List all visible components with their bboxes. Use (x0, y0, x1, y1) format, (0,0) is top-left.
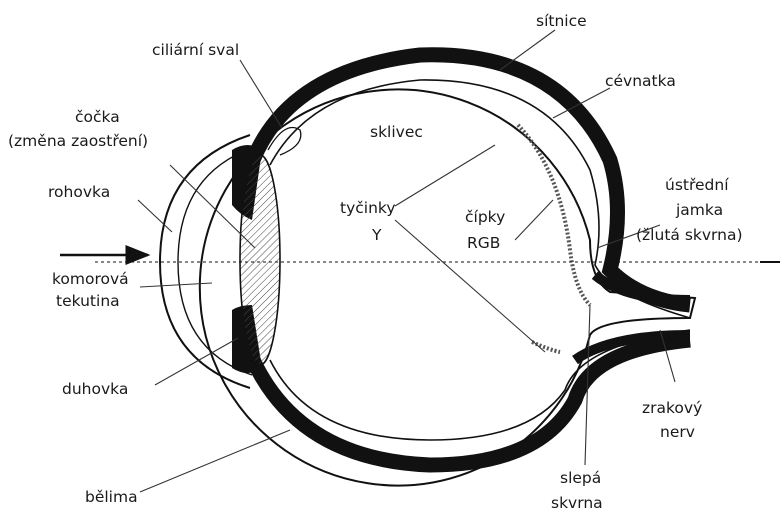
lens (240, 155, 280, 365)
leader-sitnice (500, 30, 555, 70)
label-slepa: slepá (560, 469, 601, 487)
label-ustredni-sub: (žlutá skvrna) (636, 226, 743, 244)
label-cipky-sub: RGB (467, 234, 500, 252)
label-tycinky: tyčinky (340, 199, 396, 217)
label-ustredni-jamka: jamka (675, 201, 723, 219)
choroid-layer-lower (253, 340, 690, 465)
label-komorova-sub: tekutina (56, 292, 120, 310)
label-zrakovy-sub: nerv (660, 423, 695, 441)
leader-ciliarni-sval (240, 60, 282, 128)
label-cocka: čočka (75, 108, 120, 126)
choroid-layer (253, 55, 690, 305)
label-sitnice: sítnice (536, 12, 587, 30)
label-cevnatka: cévnatka (605, 72, 676, 90)
leader-cipky (515, 200, 553, 240)
leader-komorova (140, 283, 212, 287)
label-zrakovy: zrakový (642, 399, 702, 417)
leader-tycinky-up (395, 145, 495, 206)
label-slepa-sub: skvrna (551, 494, 603, 512)
leader-belima (140, 430, 290, 492)
label-cipky: čípky (465, 208, 505, 226)
label-belima: bělima (85, 488, 138, 506)
label-rohovka: rohovka (48, 183, 110, 201)
label-komorova: komorová (52, 270, 129, 288)
label-cocka-sub: (změna zaostření) (8, 132, 148, 150)
label-duhovka: duhovka (62, 380, 128, 398)
label-ciliarni-sval: ciliární sval (152, 41, 239, 59)
label-ustredni: ústřední (665, 176, 729, 194)
label-tycinky-sub: Y (371, 226, 382, 244)
label-sklivec: sklivec (370, 123, 423, 141)
rods-band (532, 342, 560, 352)
